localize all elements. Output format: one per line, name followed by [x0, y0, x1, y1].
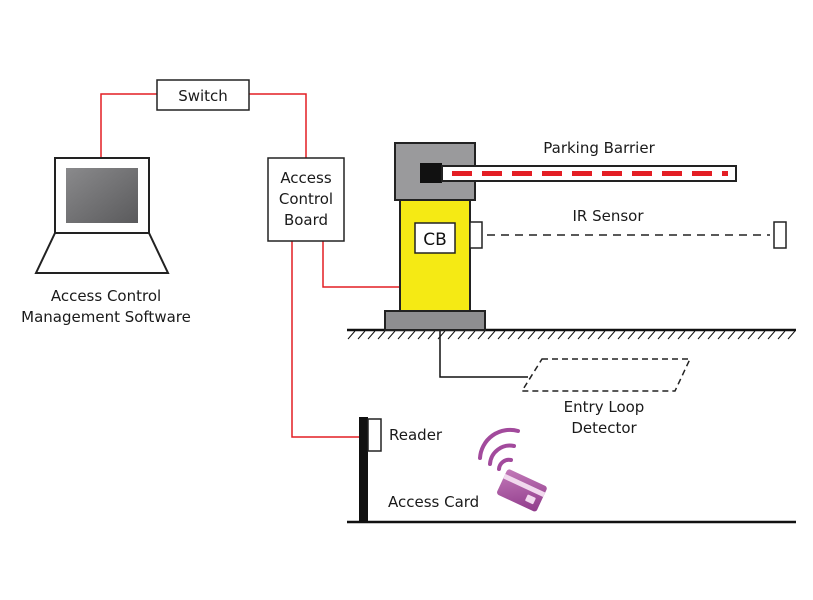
wireless-icon	[478, 427, 520, 471]
access-control-board: Access Control Board	[267, 157, 345, 242]
ground-upper	[347, 328, 796, 340]
laptop-screen	[66, 168, 138, 223]
laptop-icon	[34, 157, 170, 274]
barrier-base	[384, 310, 486, 331]
access-card-label: Access Card	[388, 493, 479, 511]
software-label-line2: Management Software	[21, 308, 191, 326]
switch-node: Switch	[156, 79, 250, 111]
wire-laptop-switch	[100, 93, 157, 158]
loop-label-line2: Detector	[571, 419, 637, 437]
cb-label: CB	[423, 230, 447, 250]
switch-label: Switch	[178, 87, 228, 105]
loop-label-line1: Entry Loop	[564, 398, 645, 416]
software-label-line1: Access Control	[51, 287, 161, 305]
access-card-icon	[497, 469, 547, 512]
ir-sensor	[469, 221, 787, 249]
laptop-keyboard	[34, 232, 170, 274]
reader-label: Reader	[389, 426, 443, 444]
ir-emitter	[469, 221, 483, 249]
board-label-line1: Access	[280, 169, 332, 187]
wire-board-reader	[291, 241, 361, 438]
barrier-pivot	[420, 163, 442, 183]
board-label-line2: Control	[279, 190, 333, 208]
parking-barrier	[384, 142, 737, 331]
entry-loop-detector	[520, 358, 692, 392]
reader-unit	[367, 418, 382, 452]
reader-post	[359, 417, 368, 523]
network-wires	[100, 93, 431, 438]
barrier-label: Parking Barrier	[543, 139, 655, 157]
cb-box: CB	[414, 222, 456, 254]
wire-switch-board	[249, 93, 307, 158]
card-reader	[359, 417, 382, 523]
ir-sensor-label: IR Sensor	[572, 207, 644, 225]
barrier-post	[399, 199, 471, 312]
ir-receiver	[773, 221, 787, 249]
board-label-line3: Board	[284, 211, 328, 229]
